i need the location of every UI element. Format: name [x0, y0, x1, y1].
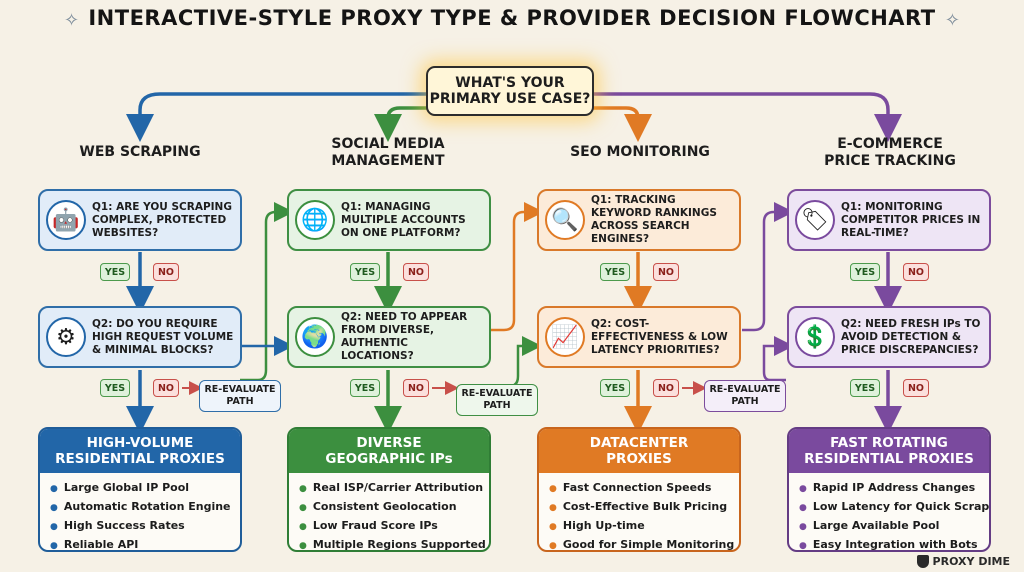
robot-icon: 🤖 [46, 200, 86, 240]
page-title: INTERACTIVE-STYLE PROXY TYPE & PROVIDER … [88, 6, 936, 30]
result-card-web-scraping: HIGH-VOLUME RESIDENTIAL PROXIES Large Gl… [38, 427, 242, 552]
column-title-web-scraping: WEB SCRAPING [79, 144, 201, 160]
start-node: WHAT'S YOUR PRIMARY USE CASE? [426, 66, 594, 116]
no-label: NO [903, 263, 929, 281]
question-box-ecommerce-q1: 🏷 Q1: MONITORING COMPETITOR PRICES IN RE… [787, 189, 991, 251]
yes-label: YES [600, 263, 630, 281]
question-text: Q2: COST-EFFECTIVENESS & LOW LATENCY PRI… [591, 317, 728, 356]
result-card-seo: DATACENTER PROXIES Fast Connection Speed… [537, 427, 741, 552]
result-title: DATACENTER PROXIES [539, 429, 739, 473]
feature-item: High Success Rates [50, 517, 230, 536]
no-label: NO [403, 379, 429, 397]
result-card-ecommerce: FAST ROTATING RESIDENTIAL PROXIES Rapid … [787, 427, 991, 552]
feature-item: Automatic Rotation Engine [50, 498, 231, 517]
no-label: NO [653, 263, 679, 281]
feature-item: Fast Connection Speeds [549, 479, 729, 498]
brand-name: PROXY DIME [932, 555, 1010, 568]
no-label: NO [153, 263, 179, 281]
search-engine-icon: 🔍 [545, 200, 585, 240]
question-text: Q1: MANAGING MULTIPLE ACCOUNTS ON ONE PL… [341, 200, 466, 239]
column-title-social-media: SOCIAL MEDIA MANAGEMENT [331, 136, 445, 169]
no-label: NO [153, 379, 179, 397]
yes-label: YES [350, 263, 380, 281]
circuit-left-icon: ✧ [64, 10, 80, 31]
social-network-icon: 🌐 [295, 200, 335, 240]
no-label: NO [403, 263, 429, 281]
question-text: Q2: NEED TO APPEAR FROM DIVERSE, AUTHENT… [341, 311, 468, 362]
yes-label: YES [350, 379, 380, 397]
question-text: Q2: NEED FRESH IPs TO AVOID DETECTION & … [841, 317, 981, 356]
yes-label: YES [100, 263, 130, 281]
question-text: Q1: TRACKING KEYWORD RANKINGS ACROSS SEA… [591, 194, 717, 245]
result-title: DIVERSE GEOGRAPHIC IPs [289, 429, 489, 473]
result-title: FAST ROTATING RESIDENTIAL PROXIES [789, 429, 989, 473]
feature-item: Easy Integration with Bots [799, 536, 979, 550]
feature-item: Good for Simple Monitoring [549, 536, 734, 550]
feature-item: Large Global IP Pool [50, 479, 230, 498]
reevaluate-path-box: RE-EVALUATE PATH [199, 380, 281, 412]
column-title-seo: SEO MONITORING [570, 144, 710, 160]
shield-icon [916, 555, 929, 568]
question-box-social-q1: 🌐 Q1: MANAGING MULTIPLE ACCOUNTS ON ONE … [287, 189, 491, 251]
question-text: Q1: ARE YOU SCRAPING COMPLEX, PROTECTED … [92, 200, 232, 239]
question-box-seo-q2: 📈 Q2: COST-EFFECTIVENESS & LOW LATENCY P… [537, 306, 741, 368]
feature-item: Low Latency for Quick Scraping [799, 498, 989, 517]
yes-label: YES [850, 379, 880, 397]
yes-label: YES [600, 379, 630, 397]
no-label: NO [653, 379, 679, 397]
column-title-ecommerce: E-COMMERCE PRICE TRACKING [824, 136, 956, 169]
price-tag-icon: 🏷 [795, 200, 835, 240]
question-box-seo-q1: 🔍 Q1: TRACKING KEYWORD RANKINGS ACROSS S… [537, 189, 741, 251]
question-box-web-scraping-q2: ⚙ Q2: DO YOU REQUIRE HIGH REQUEST VOLUME… [38, 306, 242, 368]
yes-label: YES [100, 379, 130, 397]
reevaluate-path-box: RE-EVALUATE PATH [704, 380, 786, 412]
question-box-ecommerce-q2: 💲 Q2: NEED FRESH IPs TO AVOID DETECTION … [787, 306, 991, 368]
result-card-social-media: DIVERSE GEOGRAPHIC IPs Real ISP/Carrier … [287, 427, 491, 552]
feature-item: High Up-time [549, 517, 729, 536]
question-text: Q2: DO YOU REQUIRE HIGH REQUEST VOLUME &… [92, 317, 234, 356]
result-title: HIGH-VOLUME RESIDENTIAL PROXIES [40, 429, 240, 473]
feature-item: Real ISP/Carrier Attribution [299, 479, 483, 498]
feature-item: Consistent Geolocation [299, 498, 479, 517]
feature-item: Rapid IP Address Changes [799, 479, 979, 498]
price-tag-chart-icon: 💲 [795, 317, 835, 357]
no-label: NO [903, 379, 929, 397]
magnifier-chart-icon: 📈 [545, 317, 585, 357]
brand-logo: PROXY DIME [916, 555, 1010, 568]
feature-item: Reliable API [50, 536, 230, 550]
reevaluate-path-box: RE-EVALUATE PATH [456, 384, 538, 416]
feature-item: Multiple Regions Supported [299, 536, 486, 550]
circuit-right-icon: ✧ [944, 10, 960, 31]
feature-item: Large Available Pool [799, 517, 979, 536]
yes-label: YES [850, 263, 880, 281]
feature-item: Low Fraud Score IPs [299, 517, 479, 536]
question-box-social-q2: 🌍 Q2: NEED TO APPEAR FROM DIVERSE, AUTHE… [287, 306, 491, 368]
browser-gear-icon: ⚙ [46, 317, 86, 357]
question-box-web-scraping-q1: 🤖 Q1: ARE YOU SCRAPING COMPLEX, PROTECTE… [38, 189, 242, 251]
question-text: Q1: MONITORING COMPETITOR PRICES IN REAL… [841, 200, 981, 239]
globe-icon: 🌍 [295, 317, 335, 357]
feature-item: Cost-Effective Bulk Pricing [549, 498, 729, 517]
